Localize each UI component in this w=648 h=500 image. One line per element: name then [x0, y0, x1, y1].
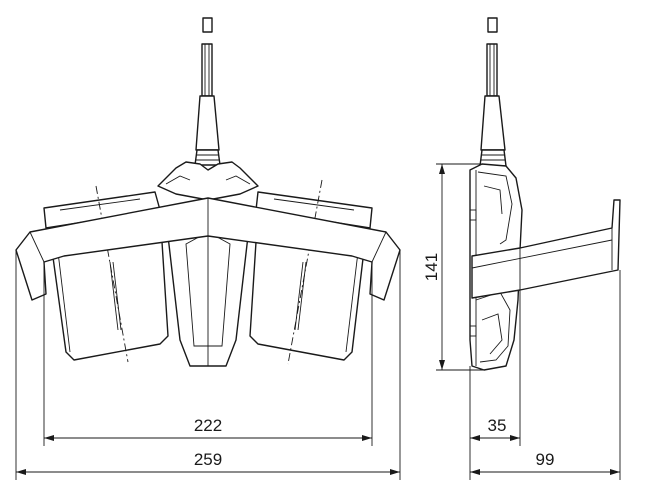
front-view: 222 259: [15, 17, 401, 480]
front-hub: [157, 161, 259, 201]
left-pedal: [51, 241, 169, 361]
dimension-259: 259: [15, 250, 401, 480]
dimension-99: 99: [470, 270, 621, 480]
dimension-label-35: 35: [488, 416, 507, 435]
dimension-141: 141: [422, 163, 484, 371]
dimension-label-222: 222: [194, 416, 222, 435]
front-cable: [194, 17, 221, 166]
side-cable: [479, 17, 507, 167]
dimension-label-141: 141: [422, 253, 441, 281]
dimension-222: 222: [43, 262, 373, 446]
side-handle: [471, 199, 621, 299]
side-view: 141 35 99: [422, 17, 621, 480]
dimension-label-259: 259: [194, 450, 222, 469]
right-pedal-back: [255, 191, 373, 229]
dimension-35: 35: [469, 290, 521, 480]
dimension-label-99: 99: [536, 450, 555, 469]
